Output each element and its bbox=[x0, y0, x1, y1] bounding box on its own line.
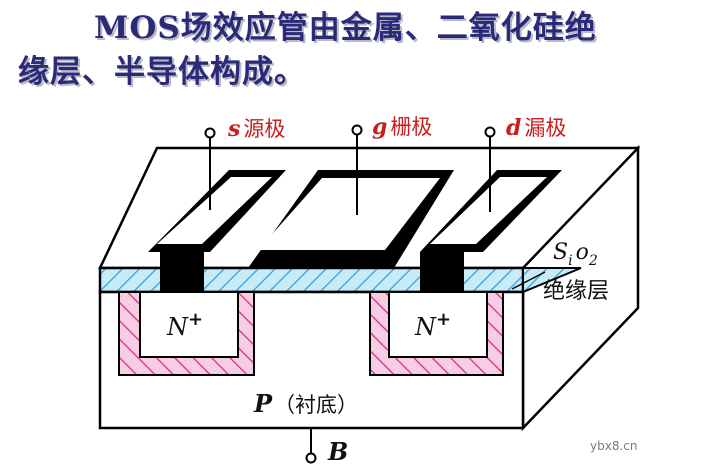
oxide-layer-side bbox=[522, 267, 582, 294]
drain-lead bbox=[484, 126, 496, 212]
heading-line-1: MOS场效应管由金属、二氧化硅绝 bbox=[94, 10, 597, 46]
n-left-text: N bbox=[166, 313, 189, 341]
substrate-symbol: P bbox=[253, 389, 273, 418]
n-region-right bbox=[369, 291, 504, 376]
source-symbol: s bbox=[227, 116, 240, 142]
substrate-label: P（衬底） bbox=[253, 389, 358, 418]
n-region-left bbox=[118, 291, 255, 376]
drain-name: 漏极 bbox=[524, 116, 566, 140]
body-lead bbox=[305, 428, 317, 464]
gate-symbol: g bbox=[372, 114, 387, 140]
n-right-sup: + bbox=[436, 309, 451, 330]
n-left-sup: + bbox=[188, 309, 203, 330]
n-right-text: N bbox=[414, 313, 437, 341]
gate-name: 栅极 bbox=[390, 115, 432, 139]
source-name: 源极 bbox=[243, 117, 285, 141]
substrate-name: （衬底） bbox=[274, 393, 358, 417]
gate-electrode bbox=[248, 170, 454, 268]
watermark: ybx8.cn bbox=[590, 439, 637, 453]
heading-line-2: 缘层、半导体构成。 bbox=[18, 54, 306, 90]
insulator-pointer bbox=[511, 271, 546, 290]
heading: MOS场效应管由金属、二氧化硅绝 缘层、半导体构成。 bbox=[18, 6, 718, 94]
insulator-label: 绝缘层 bbox=[543, 279, 609, 304]
drain-symbol: d bbox=[506, 115, 521, 141]
body-label: B bbox=[327, 437, 348, 466]
n-plus-right-label: N+ bbox=[414, 309, 451, 341]
n-plus-left-label: N+ bbox=[166, 309, 203, 341]
source-electrode bbox=[148, 170, 286, 292]
source-lead bbox=[204, 127, 216, 210]
gate-lead bbox=[351, 124, 363, 215]
